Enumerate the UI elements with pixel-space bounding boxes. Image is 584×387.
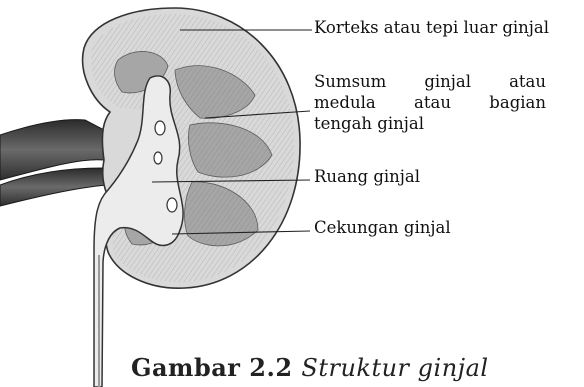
label-medulla-line-2: medula atau bagian	[314, 93, 546, 114]
figure-caption: Gambar 2.2 Struktur ginjal	[131, 353, 489, 382]
label-medulla: Sumsum ginjal atau medula atau bagian te…	[314, 72, 546, 135]
caption-text: Struktur ginjal	[301, 354, 488, 382]
renal-vessels	[0, 120, 108, 206]
label-cortex: Korteks atau tepi luar ginjal	[314, 18, 549, 38]
caption-number: Gambar 2.2	[131, 353, 293, 382]
label-medulla-line-1: Sumsum ginjal atau	[314, 72, 546, 93]
label-pelvis: Ruang ginjal	[314, 167, 420, 187]
label-medulla-line-3: tengah ginjal	[314, 114, 546, 135]
label-calyx: Cekungan ginjal	[314, 218, 451, 238]
